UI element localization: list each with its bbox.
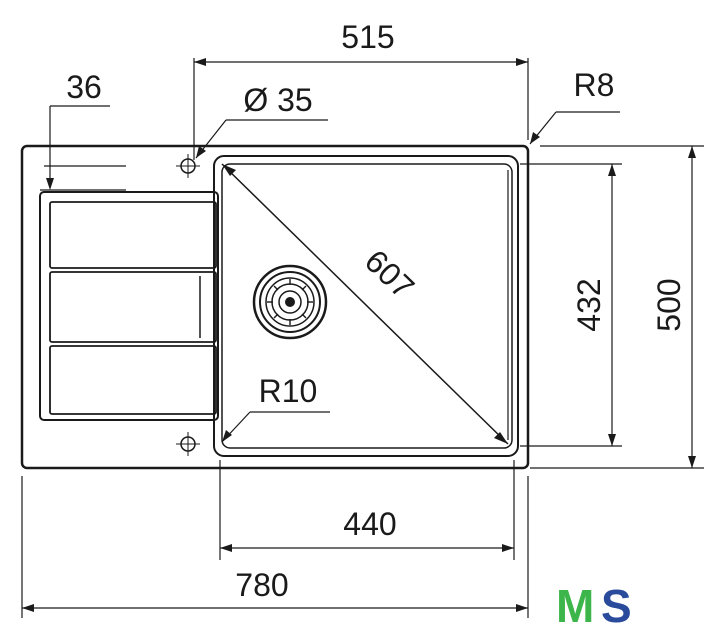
dimension-tap-hole: Ø 35	[195, 82, 328, 159]
dimension-780: 780	[21, 476, 529, 618]
dimension-36-label: 36	[66, 69, 102, 105]
dimension-r10: R10	[221, 373, 330, 443]
dimension-tap-hole-label: Ø 35	[243, 82, 312, 118]
dimension-r8-label: R8	[574, 67, 615, 103]
bowl-outer	[213, 155, 519, 457]
tap-hole-top	[176, 154, 200, 178]
drainer-rib-top	[49, 201, 217, 269]
drainer-board	[39, 191, 219, 421]
brand-logo: M S	[556, 580, 632, 632]
logo-letter-s: S	[601, 580, 632, 632]
dimension-440-label: 440	[343, 506, 396, 542]
dimension-607-label: 607	[358, 243, 421, 306]
dimension-500-label: 500	[651, 278, 687, 331]
drainer-rib-middle	[49, 271, 217, 343]
drain-strainer	[252, 264, 328, 340]
dimension-r8: R8	[529, 67, 620, 145]
dimension-780-label: 780	[235, 567, 288, 603]
dimension-500: 500	[530, 145, 704, 469]
bowl-inner	[221, 163, 513, 449]
dimension-36: 36	[40, 69, 126, 191]
dimension-515-label: 515	[341, 19, 394, 55]
dimension-515: 515	[193, 19, 529, 160]
sink-outline	[20, 144, 530, 470]
dimension-432-label: 432	[571, 278, 607, 331]
drainer-rib-bottom	[49, 345, 217, 415]
drainer-outer	[39, 191, 219, 421]
dimension-r10-label: R10	[259, 373, 318, 409]
logo-letter-m: M	[556, 580, 594, 632]
sink-outer-rim	[20, 144, 530, 470]
dimension-440: 440	[219, 460, 515, 560]
tap-hole-bottom	[176, 432, 200, 456]
dimension-432: 432	[520, 163, 622, 447]
